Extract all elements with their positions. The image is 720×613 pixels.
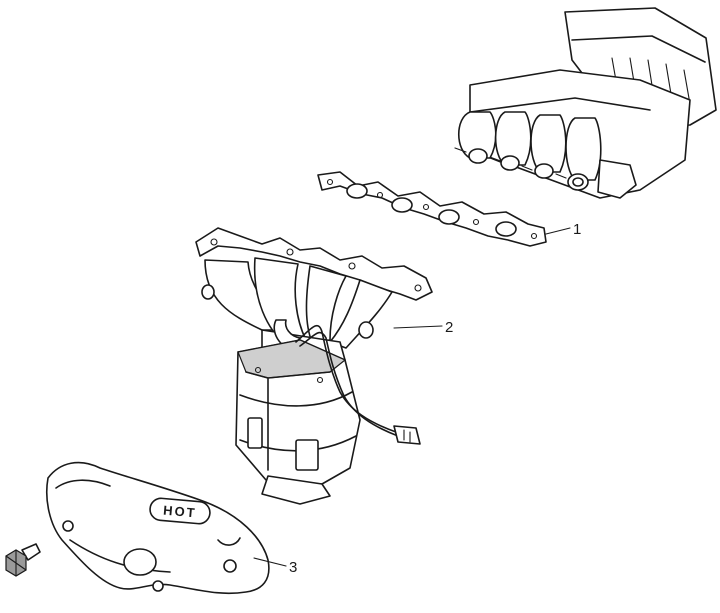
callout-2: 2 [393, 319, 453, 336]
callout-1-number: 1 [573, 221, 581, 238]
callout-3-number: 3 [289, 559, 297, 576]
gasket [317, 171, 547, 247]
hot-warning-label: HOT [149, 497, 211, 525]
callout-1: 1 [545, 221, 581, 238]
heat-shield: HOT [45, 461, 270, 595]
hot-label-text: HOT [163, 503, 198, 521]
catalytic-converter [235, 339, 361, 505]
oxygen-sensor-wire [295, 325, 421, 445]
bolt [5, 543, 41, 577]
callout-2-number: 2 [445, 319, 453, 336]
callout-3: 3 [253, 557, 297, 576]
intake-manifold [454, 7, 717, 199]
